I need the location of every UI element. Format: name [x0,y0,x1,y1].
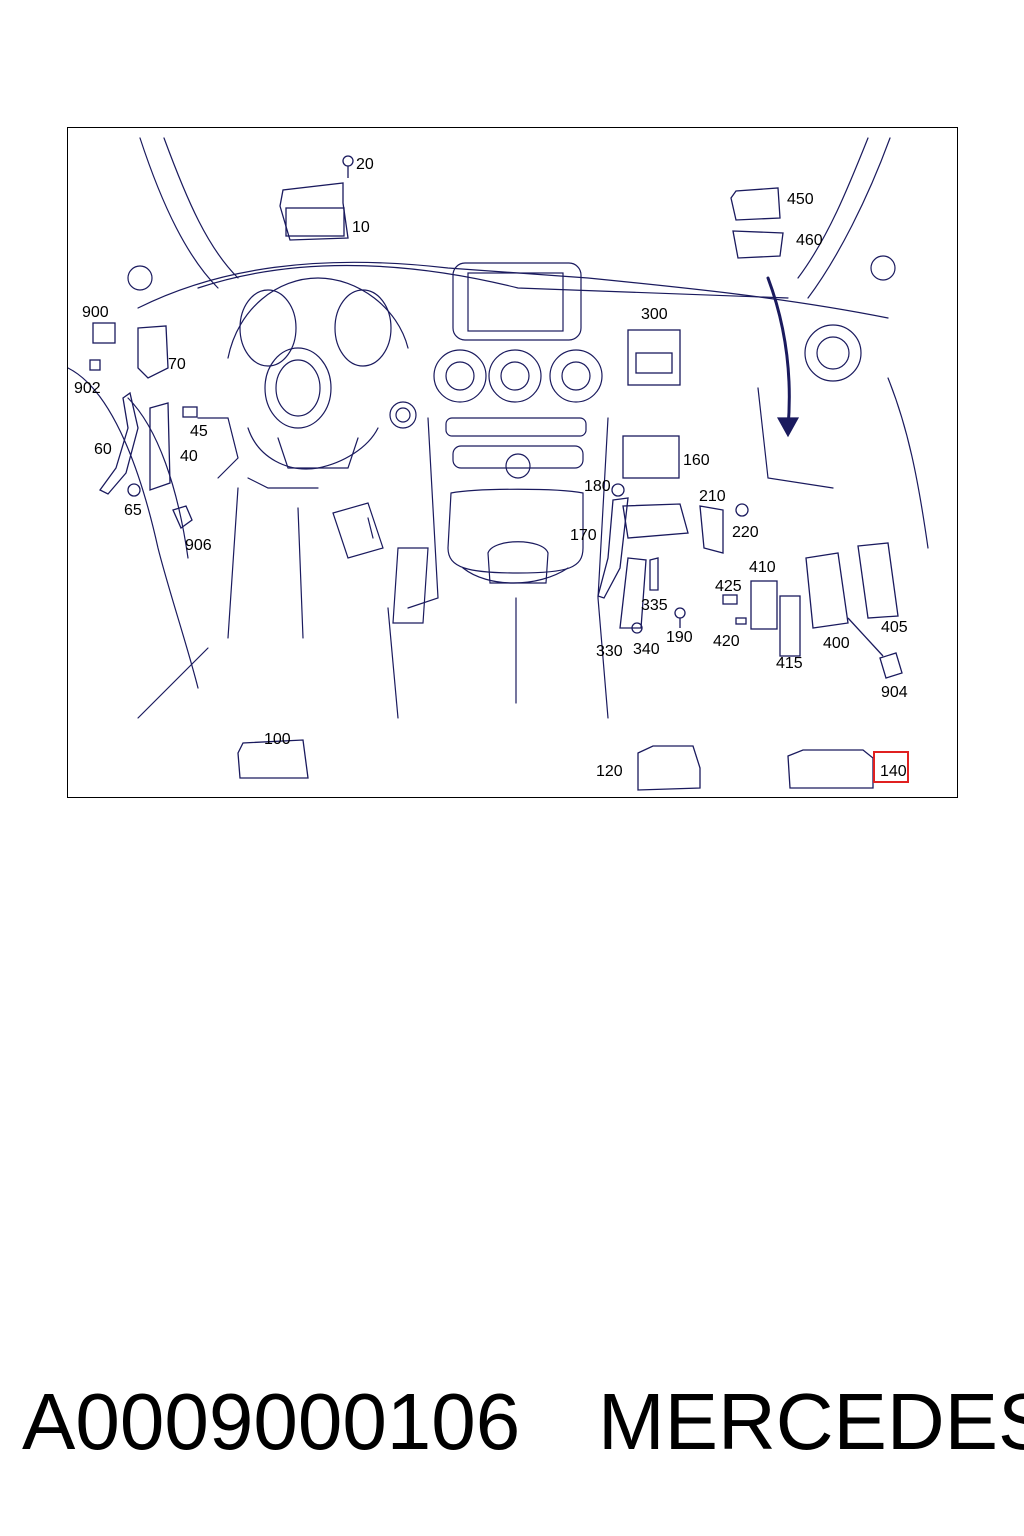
callout-425[interactable]: 425 [715,578,742,595]
callout-900[interactable]: 900 [82,304,109,321]
callout-100[interactable]: 100 [264,731,291,748]
callout-330[interactable]: 330 [596,643,623,660]
callout-190[interactable]: 190 [666,629,693,646]
callout-60[interactable]: 60 [94,441,112,458]
brand-name: MERCEDES [598,1377,1024,1466]
callout-420[interactable]: 420 [713,633,740,650]
callout-220[interactable]: 220 [732,524,759,541]
component-parts [89,155,903,791]
callout-70[interactable]: 70 [168,356,186,373]
callout-180[interactable]: 180 [584,478,611,495]
callout-340[interactable]: 340 [633,641,660,658]
callout-902[interactable]: 902 [74,380,101,397]
callout-10[interactable]: 10 [352,219,370,236]
callout-65[interactable]: 65 [124,502,142,519]
callout-40[interactable]: 40 [180,448,198,465]
callout-300[interactable]: 300 [641,306,668,323]
callout-460[interactable]: 460 [796,232,823,249]
callout-45[interactable]: 45 [190,423,208,440]
dashboard-exploded-view: 20 10 450 460 900 70 902 300 45 60 40 65… [68,137,929,791]
dashboard-outline [68,137,929,719]
callout-120[interactable]: 120 [596,763,623,780]
callout-335[interactable]: 335 [641,597,668,614]
callout-906[interactable]: 906 [185,537,212,554]
callout-400[interactable]: 400 [823,635,850,652]
callout-210[interactable]: 210 [699,488,726,505]
callout-410[interactable]: 410 [749,559,776,576]
callout-405[interactable]: 405 [881,619,908,636]
callout-160[interactable]: 160 [683,452,710,469]
callout-140[interactable]: 140 [880,763,907,780]
callout-450[interactable]: 450 [787,191,814,208]
callout-904[interactable]: 904 [881,684,908,701]
callout-415[interactable]: 415 [776,655,803,672]
highlight-box-140 [873,751,909,783]
callout-20[interactable]: 20 [356,156,374,173]
parts-diagram: 20 10 450 460 900 70 902 300 45 60 40 65… [67,127,958,798]
callout-170[interactable]: 170 [570,527,597,544]
part-number: A0009000106 [22,1377,521,1466]
